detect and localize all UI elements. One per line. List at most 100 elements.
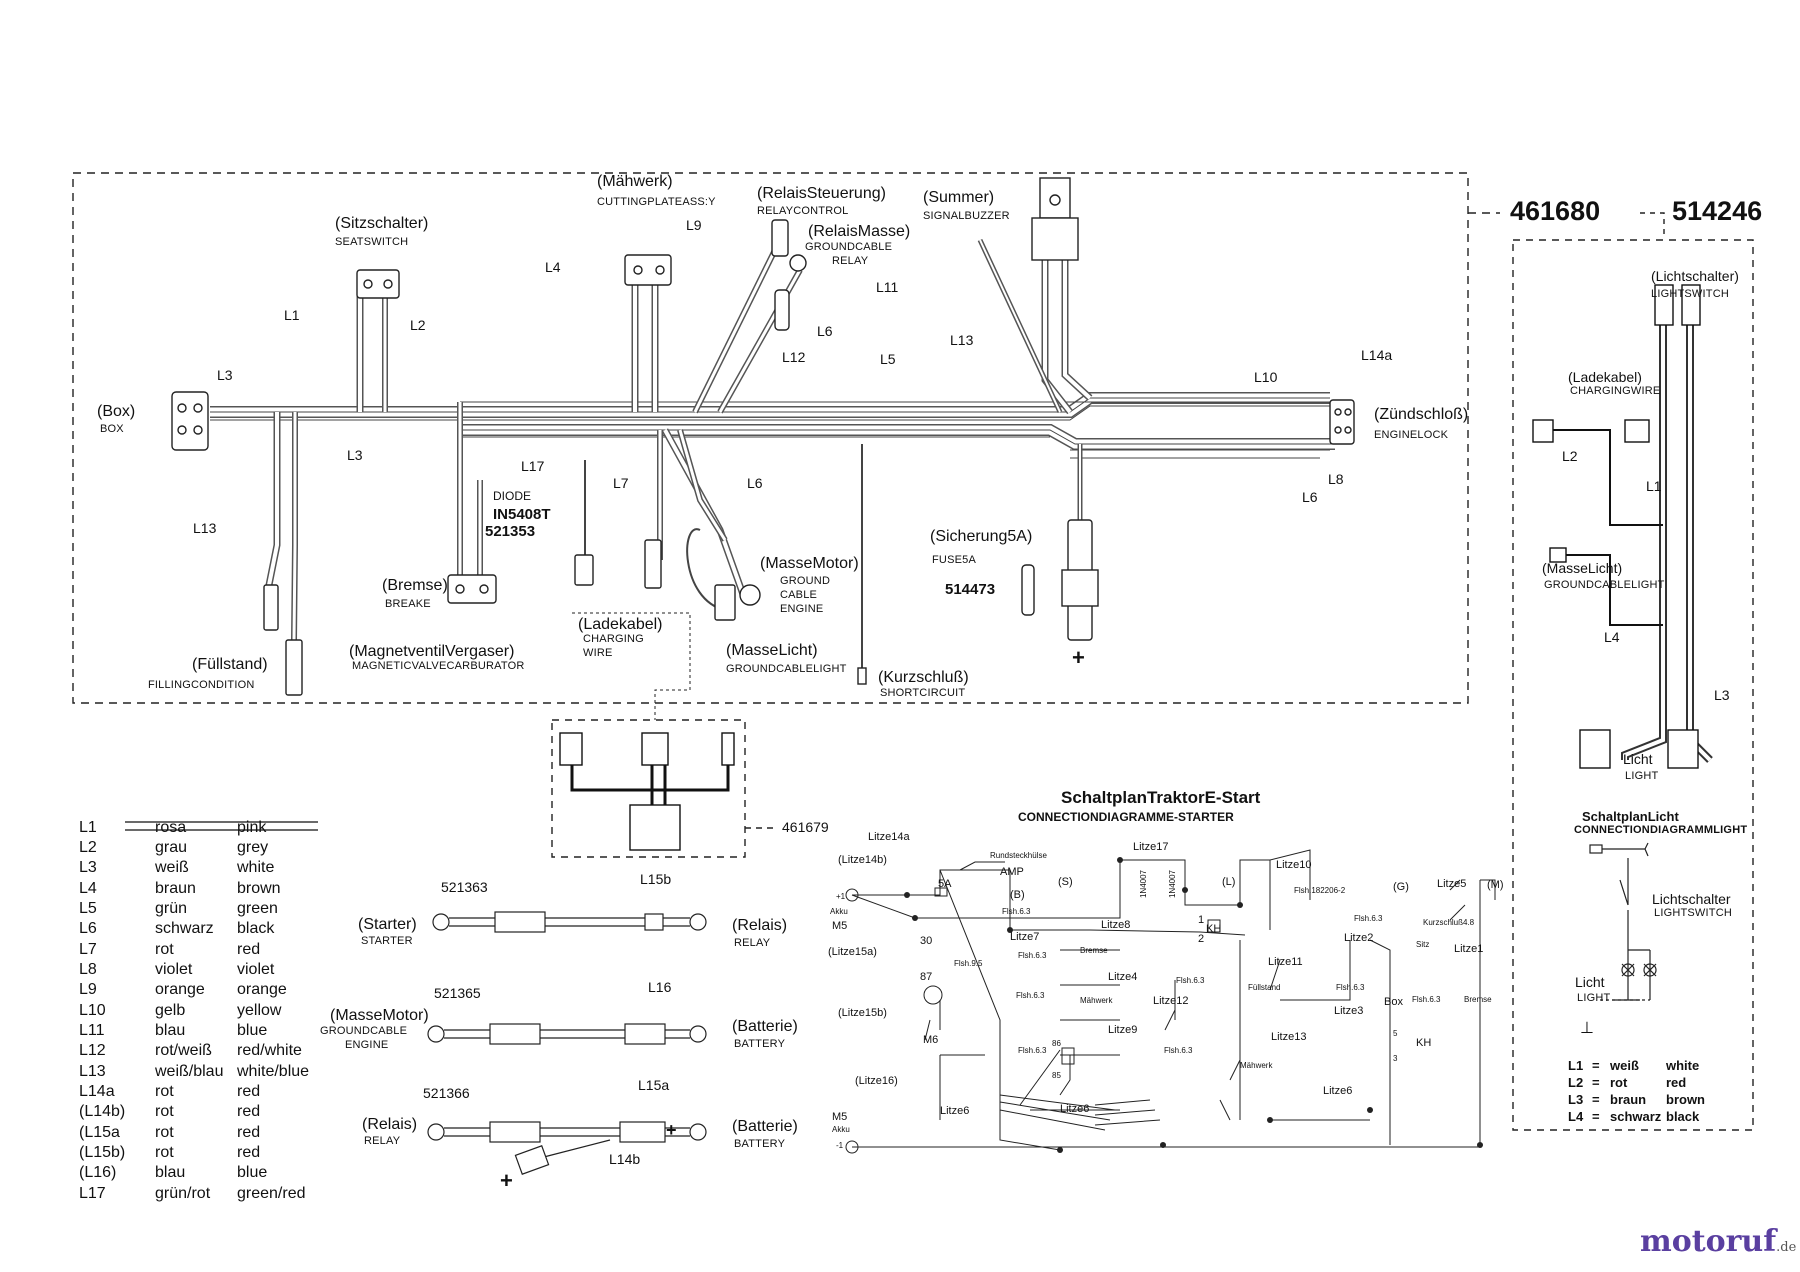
- plus-terminal: +: [1072, 645, 1085, 670]
- wire-label-l14b: L14b: [609, 1151, 641, 1167]
- light-legend-en: red: [1666, 1075, 1687, 1090]
- legend-de: rot: [155, 1144, 174, 1161]
- wire-label-l14a: L14a: [1361, 347, 1393, 363]
- legend-strike: [125, 821, 318, 831]
- legend-code: (L15b): [79, 1144, 126, 1161]
- legend-en: white/blue: [237, 1063, 310, 1080]
- label-ladekabel-light: (Ladekabel): [1568, 369, 1642, 385]
- label-summer: (Summer): [923, 189, 995, 206]
- label-box: (Box): [97, 403, 136, 420]
- s-n30: 30: [920, 935, 933, 947]
- s-minus1: -1: [836, 1141, 844, 1150]
- label-sicherung: (Sicherung5A): [930, 528, 1033, 545]
- box-connector: [171, 391, 209, 451]
- legend-en: grey: [237, 839, 269, 856]
- label-masselicht: (MasseLicht): [726, 642, 818, 659]
- s-fsh63c: Flsh.6.3: [1016, 991, 1045, 1000]
- s-kurzschluss: Kurzschluß4.8: [1423, 918, 1475, 927]
- label-relaismasse-en1: GROUNDCABLE: [805, 241, 893, 253]
- wire-label-l4: L4: [545, 259, 561, 275]
- s-m6: M6: [923, 1034, 939, 1046]
- legend-de: grau: [155, 839, 188, 856]
- s-fsh63e: Flsh.6.3: [1176, 976, 1205, 985]
- valve-connector: [644, 539, 662, 589]
- lamp-label: Licht: [1575, 974, 1605, 990]
- s-litze1: Litze1: [1454, 943, 1484, 955]
- cable-starter-en: STARTER: [361, 935, 413, 947]
- legend-code: L14a: [79, 1083, 115, 1100]
- light-legend-code: L1: [1568, 1058, 1584, 1073]
- label-diode-type: IN5408T: [493, 506, 551, 523]
- s-litze14b: (Litze14b): [838, 854, 887, 866]
- wire-label-l17: L17: [521, 458, 545, 474]
- brake-connector: [447, 574, 497, 604]
- wire-label-l8: L8: [1328, 471, 1344, 487]
- label-massemotor-en1: GROUND: [780, 575, 831, 587]
- ignition-connector: [1329, 399, 1355, 445]
- s-litze15a: (Litze15a): [828, 946, 877, 958]
- s-kh1: KH: [1206, 923, 1222, 935]
- s-m5a: M5: [832, 920, 848, 932]
- legend-de: weiß: [155, 859, 189, 876]
- cable-massemotor-en1: GROUNDCABLE: [320, 1025, 408, 1037]
- diode-connector: [574, 554, 594, 586]
- s-fsh95: Flsh.9.5: [954, 959, 983, 968]
- wire-label-l6a: L6: [817, 323, 833, 339]
- light-switch-label: Lichtschalter: [1652, 891, 1731, 907]
- cable-massemotor: (MasseMotor): [330, 1007, 429, 1024]
- ground-relay-eyelet: [789, 254, 807, 272]
- s-litze3: Litze3: [1334, 1005, 1364, 1017]
- s-n2: 2: [1198, 933, 1205, 945]
- label-ladekabel-en1: CHARGING: [583, 633, 644, 645]
- cable-batterie1: (Batterie): [732, 1018, 798, 1035]
- legend-de: rot/weiß: [155, 1042, 212, 1059]
- s-litze5: Litze5: [1437, 878, 1467, 890]
- s-rund: Rundsteckhülse: [990, 851, 1047, 860]
- wire-label-l1: L1: [284, 307, 300, 323]
- light-legend-de: schwarz: [1610, 1109, 1662, 1124]
- cable-massemotor-en2: ENGINE: [345, 1039, 389, 1051]
- label-sitzschalter-en: SEATSWITCH: [335, 236, 409, 248]
- label-massemotor-en2: CABLE: [780, 589, 818, 601]
- label-fuellstand-en: FILLINGCONDITION: [148, 679, 255, 691]
- s-maehwerk1: Mähwerk: [1080, 996, 1113, 1005]
- s-l: (L): [1222, 876, 1236, 888]
- label-lichtschalter: (Lichtschalter): [1651, 268, 1739, 284]
- legend-en: red/white: [237, 1042, 302, 1059]
- s-litze4: Litze4: [1108, 971, 1138, 983]
- connectors: [171, 177, 1355, 696]
- s-litze16: (Litze16): [855, 1075, 898, 1087]
- estart-schematic-subtitle: CONNECTIONDIAGRAMME-STARTER: [1018, 810, 1234, 824]
- s-litze17: Litze17: [1133, 841, 1169, 853]
- legend-code: L4: [79, 880, 97, 897]
- s-d2: 1N4007: [1168, 869, 1178, 899]
- light-harness: [1532, 284, 1713, 769]
- s-fsh63f: Flsh.6.3: [1164, 1046, 1193, 1055]
- wire-label-l6b: L6: [1302, 489, 1318, 505]
- s-kh2: KH: [1416, 1037, 1432, 1049]
- light-schematic-title: SchaltplanLicht: [1582, 809, 1679, 824]
- label-bremse-en: BREAKE: [385, 598, 431, 610]
- wire-label-l5: L5: [880, 351, 896, 367]
- s-amp: AMP: [1000, 866, 1024, 878]
- logo-suffix: .de: [1776, 1240, 1797, 1255]
- legend-de: braun: [155, 880, 196, 897]
- legend-code: L3: [79, 859, 97, 876]
- cable-batterie2: (Batterie): [732, 1118, 798, 1135]
- kurzschluss-connector: [857, 667, 867, 685]
- s-litze6a: Litze6: [1060, 1103, 1090, 1115]
- motoruf-logo[interactable]: motoruf.de: [1640, 1224, 1796, 1259]
- label-lichtschalter-en: LIGHTSWITCH: [1651, 288, 1729, 300]
- s-b: (B): [1010, 889, 1025, 901]
- cable-relais2-en: RELAY: [364, 1135, 401, 1147]
- wire-label-l7: L7: [613, 475, 629, 491]
- label-box-en: BOX: [100, 423, 124, 435]
- wire-label-l11: L11: [876, 279, 899, 295]
- wire-label-l3b: L3: [347, 447, 363, 463]
- s-litze11: Litze11: [1268, 956, 1303, 968]
- cable-relais1-en: RELAY: [734, 937, 771, 949]
- s-box: Box: [1384, 996, 1403, 1008]
- light-legend-code: L3: [1568, 1092, 1584, 1107]
- cable-batterie1-en: BATTERY: [734, 1038, 786, 1050]
